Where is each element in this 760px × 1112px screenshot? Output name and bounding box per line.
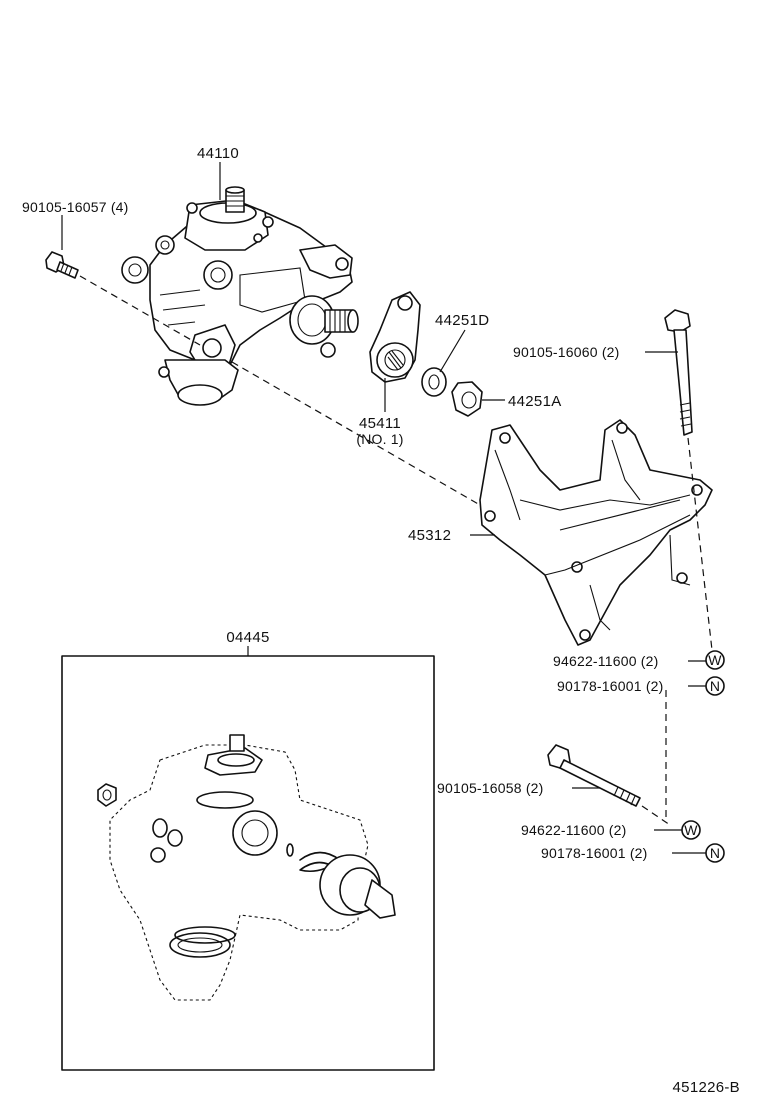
pitman-arm (369, 291, 421, 383)
svg-text:N: N (710, 678, 720, 694)
upper-bolt-line (687, 437, 713, 651)
label-pitman-arm-sub: (NO. 1) (356, 431, 403, 447)
seal-kit-parts (97, 734, 396, 1001)
lower-bolt-line (641, 805, 671, 826)
label-gear-box-bolt: 90105-16057 (4) (22, 199, 129, 215)
mounting-bracket (479, 419, 713, 646)
label-gear-box: 44110 (197, 145, 239, 162)
nut-symbol-upper: N (705, 676, 725, 696)
figure-code: 451226-B (673, 1079, 740, 1096)
label-washer-upper: 94622-11600 (2) (553, 653, 658, 669)
long-bolt-upper (664, 309, 693, 436)
svg-text:W: W (708, 652, 722, 668)
svg-text:N: N (710, 845, 720, 861)
svg-text:W: W (684, 822, 698, 838)
label-bracket: 45312 (408, 527, 451, 544)
long-bolt-lower (547, 744, 641, 807)
nut-symbol-lower: N (705, 843, 725, 863)
label-seal-kit: 04445 (226, 629, 269, 646)
washer-symbol-lower: W (681, 820, 701, 840)
label-long-bolt-upper: 90105-16060 (2) (513, 344, 620, 360)
label-pitman-nut: 44251A (508, 393, 562, 410)
gear-box-bolt (45, 251, 79, 279)
label-lock-washer: 44251D (435, 312, 489, 329)
steering-gear-box (121, 186, 359, 406)
pitman-nut (451, 381, 483, 417)
label-washer-lower: 94622-11600 (2) (521, 822, 626, 838)
label-pitman-arm: 45411 (359, 415, 401, 432)
label-long-bolt-lower: 90105-16058 (2) (437, 780, 544, 796)
label-nut-upper: 90178-16001 (2) (557, 678, 664, 694)
washer-symbol-upper: W (705, 650, 725, 670)
lock-washer (421, 367, 447, 397)
seal-kit-frame (61, 655, 435, 1071)
leader-44251D (439, 329, 466, 373)
label-nut-lower: 90178-16001 (2) (541, 845, 648, 861)
